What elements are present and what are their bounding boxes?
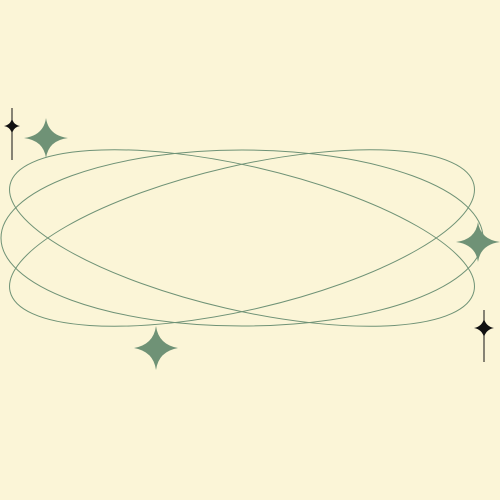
sparkle-group xyxy=(4,108,500,370)
orbit-ellipse-tilted-up xyxy=(9,149,475,327)
orbit-ellipse-tilted-down xyxy=(9,149,475,327)
four-point-star-icon xyxy=(24,118,68,158)
four-point-star-icon xyxy=(134,326,178,370)
four-point-star-icon xyxy=(474,318,494,338)
four-point-star-icon xyxy=(4,118,20,134)
four-point-star-icon xyxy=(456,222,500,262)
